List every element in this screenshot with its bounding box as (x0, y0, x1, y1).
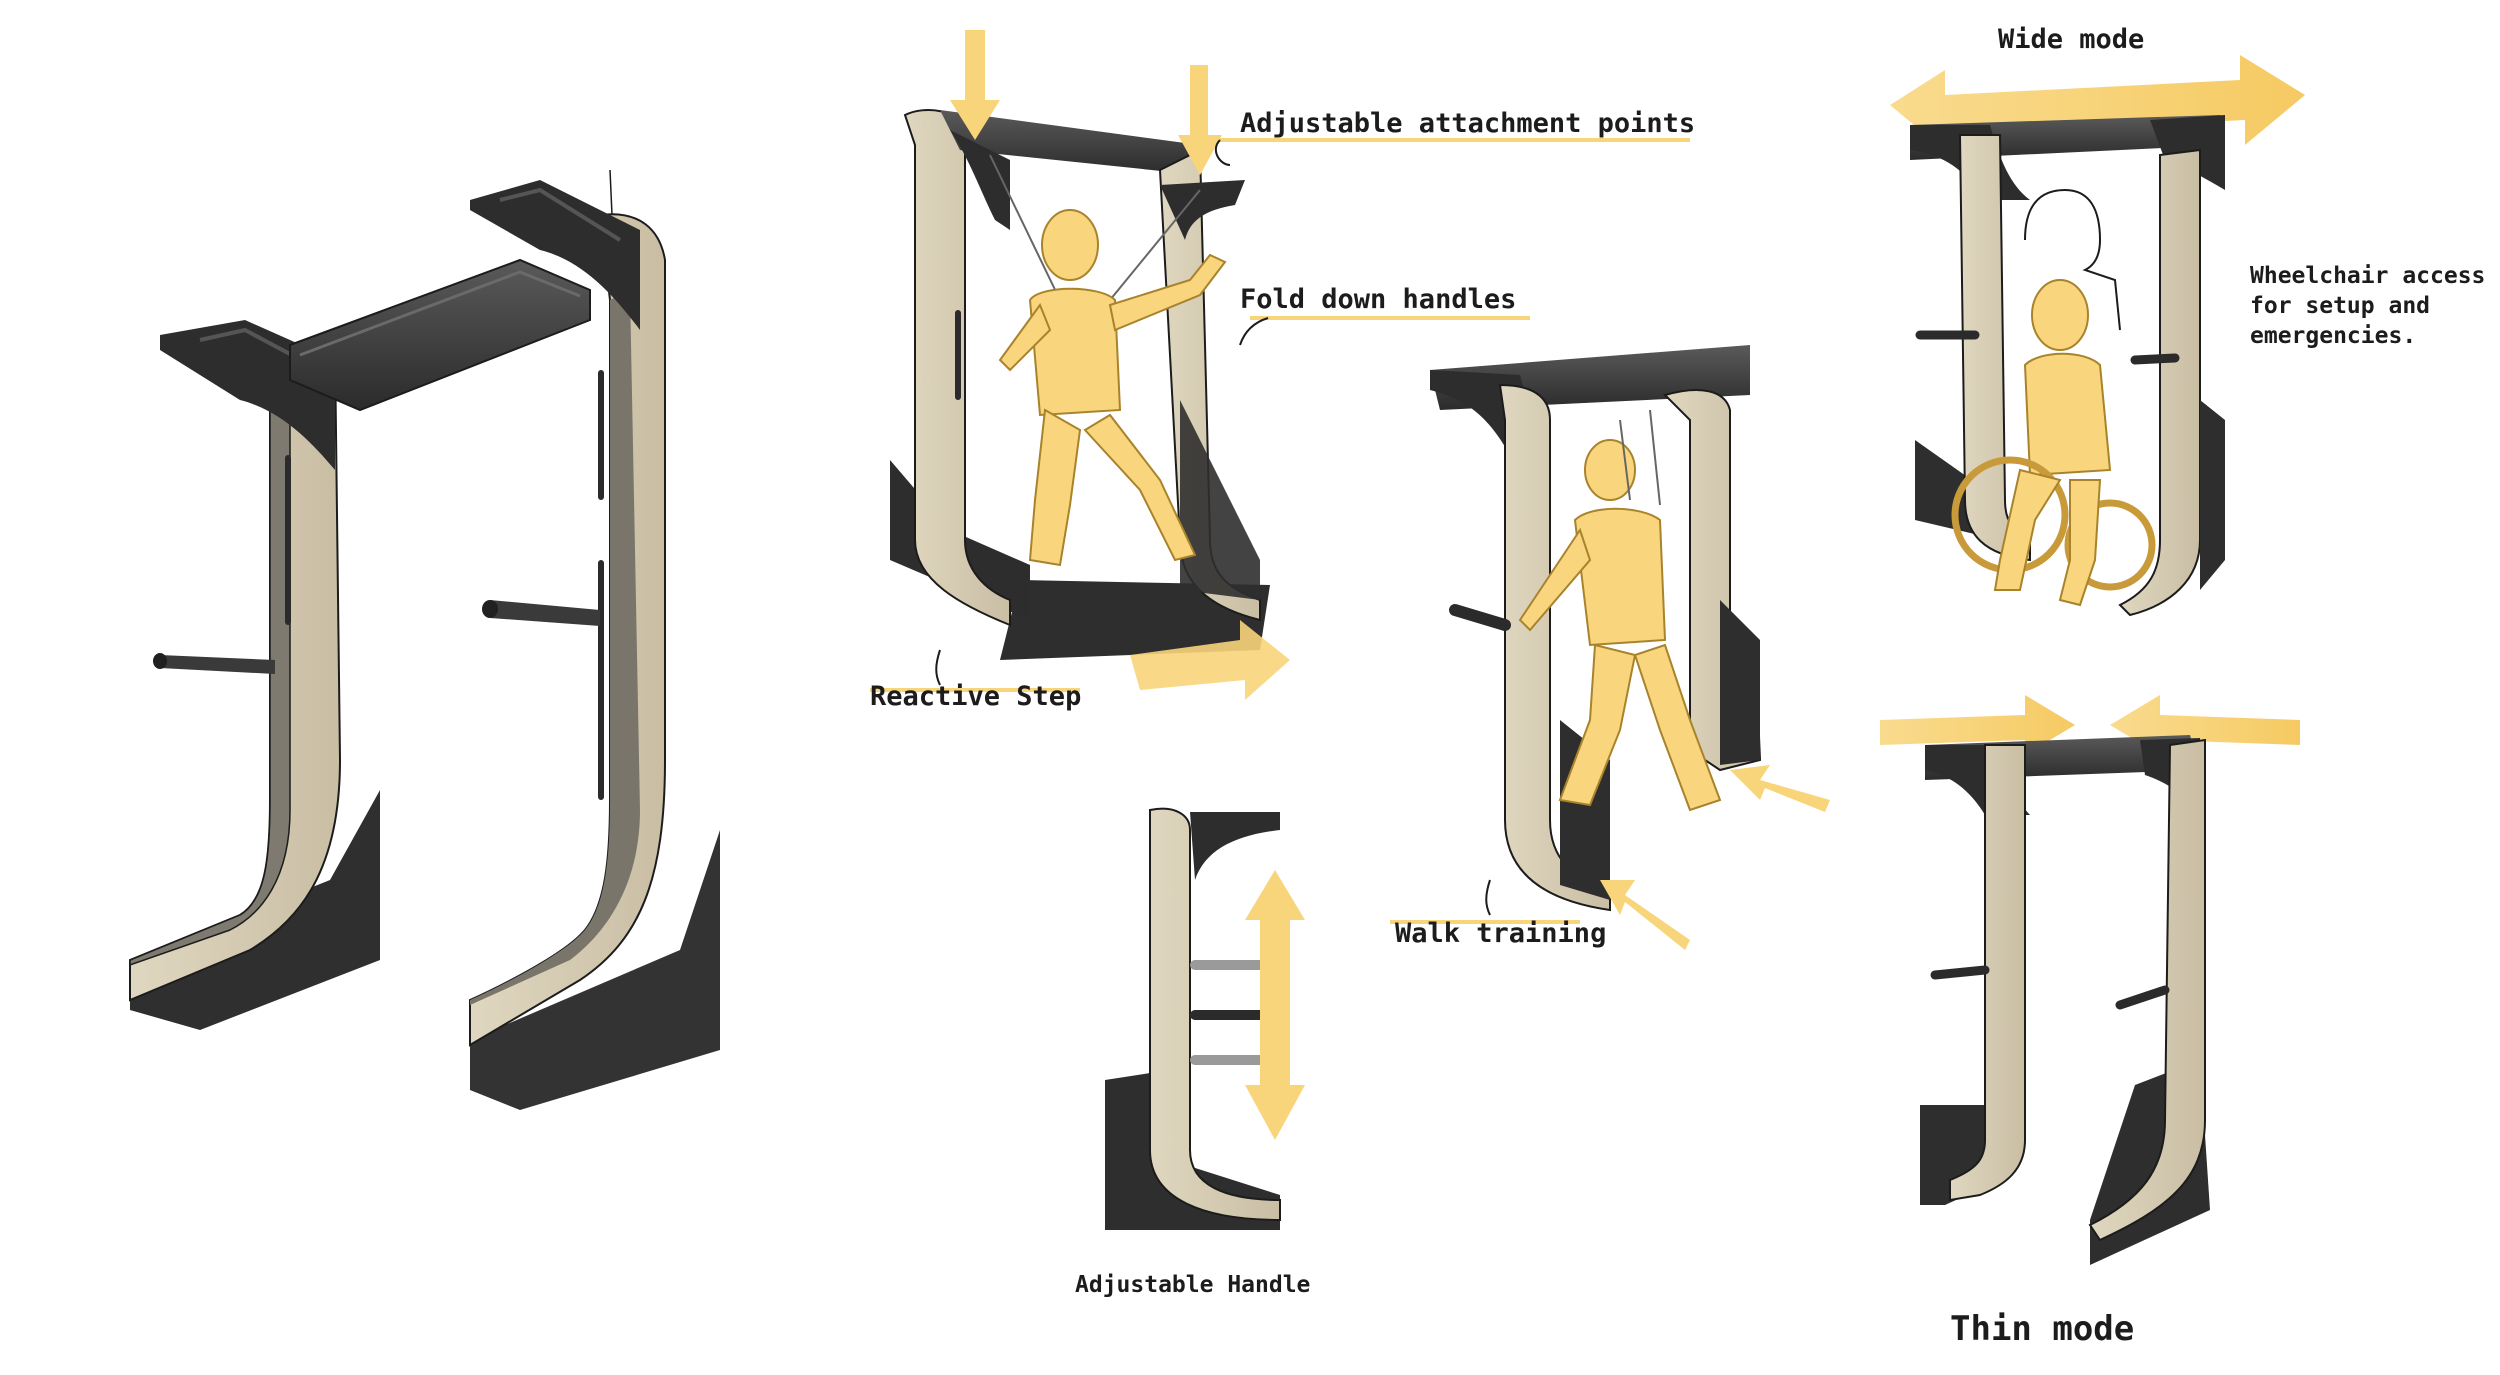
walk-training-illustration (1430, 345, 1760, 910)
label-wheelchair-access-line2: for setup and (2250, 293, 2430, 319)
attachment-frame-illustration (890, 110, 1270, 660)
label-adjustable-attachment-points: Adjustable attachment points (1240, 108, 1695, 139)
thin-mode-illustration (1880, 695, 2300, 1265)
label-fold-down-handles: Fold down handles (1240, 284, 1516, 315)
label-walk-training: Walk training (1395, 918, 1606, 949)
walk-arrow-upper (1730, 765, 1830, 812)
walk-arrow-lower (1600, 880, 1690, 950)
label-thin-mode: Thin mode (1950, 1309, 2134, 1349)
label-wheelchair-access-line1: Wheelchair access (2250, 263, 2485, 289)
label-wheelchair-access-line3: emergencies. (2250, 323, 2416, 349)
handle-adjust-arrow (1245, 870, 1305, 1140)
wide-mode-illustration (1890, 55, 2305, 615)
main-frame-illustration (130, 170, 720, 1110)
label-wide-mode: Wide mode (1998, 24, 2144, 55)
label-reactive-step: Reactive Step (870, 681, 1081, 712)
left-handle (160, 655, 275, 674)
label-adjustable-handle: Adjustable Handle (1075, 1272, 1310, 1298)
right-handle (490, 600, 600, 626)
wide-right-post (2120, 150, 2200, 615)
adjustable-handle-illustration (1105, 809, 1305, 1230)
